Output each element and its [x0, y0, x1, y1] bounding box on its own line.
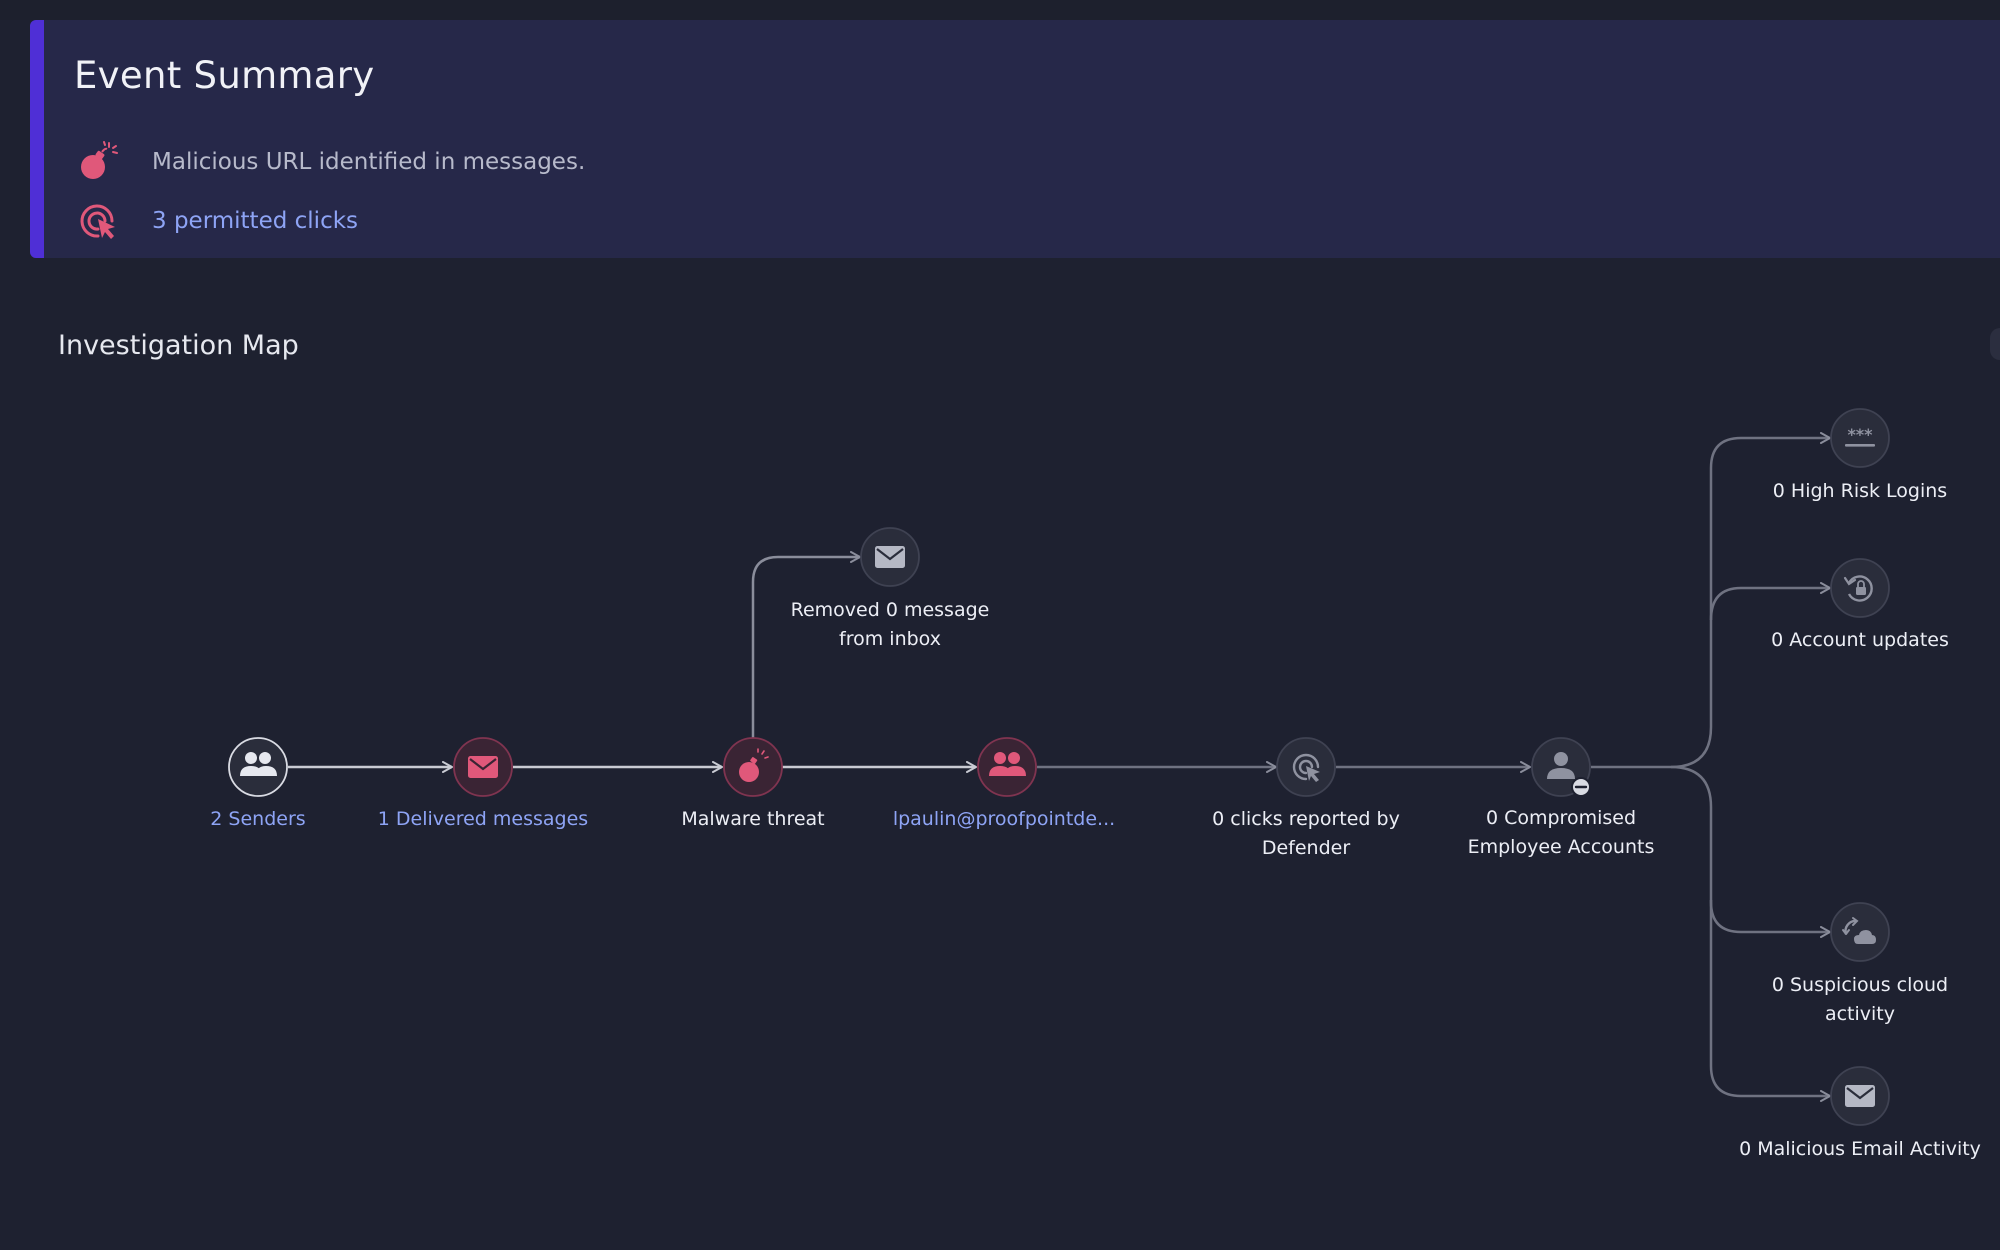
- suspicious-cloud-activity-label-line1: 0 Suspicious cloud: [1771, 974, 1949, 996]
- suspicious-cloud-activity-label: 0 Suspicious cloud activity: [1740, 971, 1980, 1029]
- clicks-summary-row[interactable]: 3 permitted clicks: [74, 197, 358, 245]
- compromised-accounts-label-line1: 0 Compromised: [1485, 807, 1637, 829]
- svg-text:***: ***: [1847, 425, 1873, 444]
- defender-clicks-label: 0 clicks reported by Defender: [1186, 805, 1426, 863]
- recipient-label[interactable]: lpaulin@proofpointde...: [892, 808, 1116, 830]
- envelope-icon: [875, 546, 905, 568]
- node-malicious-email-activity[interactable]: [1830, 1066, 1890, 1126]
- malicious-email-activity-label: 0 Malicious Email Activity: [1739, 1138, 1981, 1160]
- node-delivered-messages[interactable]: [453, 737, 513, 797]
- investigation-map-title: Investigation Map: [58, 330, 299, 361]
- cursor-click-icon: [74, 197, 122, 245]
- envelope-icon: [468, 756, 498, 778]
- defender-clicks-label-line1: 0 clicks reported by: [1212, 808, 1400, 830]
- high-risk-logins-label: 0 High Risk Logins: [1772, 480, 1948, 502]
- bomb-icon: [739, 748, 769, 782]
- node-defender-clicks[interactable]: [1276, 737, 1336, 797]
- removed-messages-label-line2: from inbox: [839, 628, 941, 650]
- bomb-icon: [74, 138, 122, 186]
- panel-edge-handle[interactable]: [1990, 328, 2000, 360]
- compromised-accounts-label-line2: Employee Accounts: [1467, 836, 1655, 858]
- users-icon: [240, 752, 277, 776]
- event-summary-card: Event Summary Malicious URL identified i…: [30, 20, 2000, 258]
- edge-compromised-accountupdates: [1709, 582, 1831, 621]
- edge-malware-removed: [751, 551, 861, 738]
- map-edges: [288, 432, 1831, 1102]
- removed-messages-label-line1: Removed 0 message: [790, 599, 990, 621]
- edge-compromised-cloud: [1670, 765, 1831, 938]
- edge-compromised-email: [1709, 900, 1831, 1102]
- removed-messages-label: Removed 0 message from inbox: [770, 596, 1010, 654]
- node-compromised-accounts[interactable]: [1531, 737, 1591, 797]
- node-removed-messages[interactable]: [860, 527, 920, 587]
- senders-label[interactable]: 2 Senders: [210, 808, 306, 830]
- node-account-updates[interactable]: [1830, 558, 1890, 618]
- account-updates-label: 0 Account updates: [1771, 629, 1949, 651]
- cursor-click-icon: [1292, 753, 1320, 782]
- suspicious-cloud-activity-label-line2: activity: [1824, 1003, 1896, 1025]
- lock-reset-icon: [1843, 575, 1873, 602]
- users-icon: [989, 752, 1026, 776]
- compromised-accounts-label: 0 Compromised Employee Accounts: [1441, 804, 1681, 862]
- permitted-clicks-link[interactable]: 3 permitted clicks: [152, 208, 359, 234]
- delivered-messages-label[interactable]: 1 Delivered messages: [377, 808, 589, 830]
- envelope-icon: [1845, 1085, 1875, 1107]
- node-recipient[interactable]: [977, 737, 1037, 797]
- threat-summary-text: Malicious URL identified in messages.: [152, 149, 586, 175]
- top-strip: [0, 0, 2000, 20]
- node-high-risk-logins[interactable]: ***: [1830, 408, 1890, 468]
- user-minus-icon: [1547, 752, 1591, 797]
- defender-clicks-label-line2: Defender: [1261, 837, 1351, 859]
- malware-threat-label: Malware threat: [681, 808, 825, 830]
- node-malware-threat[interactable]: [723, 737, 783, 797]
- password-icon: ***: [1845, 425, 1875, 447]
- node-senders[interactable]: [228, 737, 288, 797]
- cloud-sync-icon: [1842, 917, 1876, 944]
- summary-accent-bar: [30, 20, 44, 258]
- threat-summary-row: Malicious URL identified in messages.: [74, 138, 585, 186]
- node-suspicious-cloud-activity[interactable]: [1830, 902, 1890, 962]
- event-summary-title: Event Summary: [74, 54, 375, 97]
- edge-compromised-highrisk: [1591, 432, 1831, 769]
